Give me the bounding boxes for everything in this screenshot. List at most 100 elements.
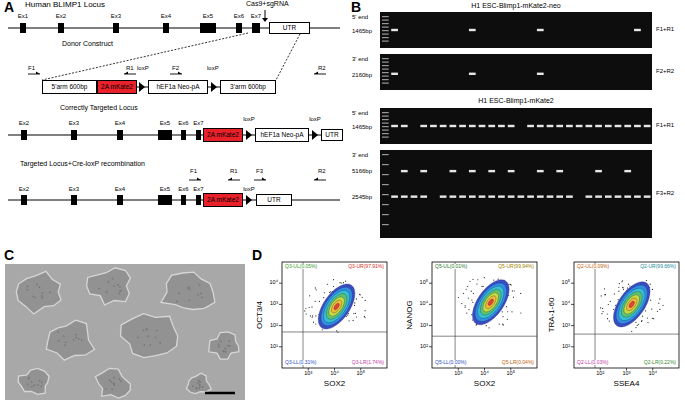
dna-band <box>401 125 408 127</box>
cell-texture <box>113 383 115 385</box>
tick-label: 10⁴ <box>330 371 338 377</box>
event-dot <box>305 313 306 314</box>
event-dot <box>315 301 316 302</box>
event-dot <box>653 318 654 319</box>
event-dot <box>311 306 312 307</box>
axis-label: SOX2 <box>324 380 345 388</box>
cell-texture <box>229 345 231 347</box>
exon-box <box>117 195 123 205</box>
dna-band <box>498 125 505 127</box>
exon-label: Ex7 <box>251 13 261 19</box>
event-dot <box>324 292 325 293</box>
event-dot <box>608 304 609 305</box>
primer-pair: F1+R1 <box>656 26 674 32</box>
dna-band <box>391 125 398 127</box>
event-dot <box>484 277 485 278</box>
cell-texture <box>113 377 115 379</box>
event-dot <box>471 291 472 292</box>
gel-title: H1 ESC-Blimp1-mKate2-neo <box>471 2 560 9</box>
event-dot <box>310 315 311 316</box>
dna-band <box>586 195 593 197</box>
event-dot <box>327 284 328 285</box>
event-dot <box>652 289 653 290</box>
dna-band <box>488 195 495 197</box>
ladder-band <box>382 62 389 63</box>
dna-band <box>566 195 573 197</box>
event-dot <box>503 324 504 325</box>
event-dot <box>647 322 648 323</box>
cell-texture <box>58 340 60 342</box>
box-label: 5'arm 600bp <box>52 84 88 91</box>
cell-texture <box>227 345 229 347</box>
event-dot <box>641 320 642 321</box>
cell-texture <box>218 346 220 348</box>
tick-label: 10² <box>596 371 604 377</box>
tick-label: 10² <box>420 344 428 350</box>
event-dot <box>458 297 459 298</box>
event-dot <box>512 290 513 291</box>
cell-texture <box>195 387 197 389</box>
scale-bar <box>205 392 235 395</box>
dna-band <box>576 125 583 127</box>
dna-band <box>479 125 486 127</box>
cell-texture <box>36 284 38 286</box>
cell-texture <box>143 330 145 332</box>
cell-texture <box>31 381 33 383</box>
event-dot <box>352 320 353 321</box>
event-dot <box>652 318 653 319</box>
dna-band <box>634 125 641 127</box>
exon-label: Ex4 <box>115 186 125 192</box>
cell-texture <box>199 384 201 386</box>
ladder-band <box>382 137 389 138</box>
dna-band <box>595 170 602 172</box>
exon-label: Ex3 <box>111 13 121 19</box>
selection-cassette: hEF1a Neo-pA <box>255 128 309 142</box>
primer-pair: F3+R2 <box>656 190 674 196</box>
event-dot <box>362 297 363 298</box>
primer-label: R1 <box>230 168 238 174</box>
box-label: UTR <box>325 132 338 139</box>
cell-texture <box>200 292 202 294</box>
tick-label: 10² <box>270 323 278 329</box>
event-dot <box>482 286 483 287</box>
gel-label: 3' end <box>352 152 368 158</box>
exon-box <box>236 23 242 33</box>
tick-label: 10⁵ <box>357 371 365 377</box>
tick-label: 10⁴ <box>562 302 570 308</box>
quadrant-label: Q2-UL(0.09%) <box>576 264 610 269</box>
exon-box <box>71 195 77 205</box>
cell-colony <box>87 268 131 305</box>
cell-texture <box>178 293 180 295</box>
band-size: 2545bp <box>352 194 372 200</box>
dna-band <box>430 125 437 127</box>
event-dot <box>309 295 310 296</box>
exon-box <box>163 23 169 33</box>
ladder-band <box>382 130 389 131</box>
cell-texture <box>189 289 191 291</box>
cell-texture <box>146 329 148 331</box>
tick-label: 10⁵ <box>562 280 570 286</box>
dna-band <box>527 195 534 197</box>
event-dot <box>488 327 489 328</box>
dna-band <box>527 125 534 127</box>
primer-head <box>124 72 128 75</box>
tick-label: 10⁵ <box>420 280 428 286</box>
primer-head <box>262 178 266 181</box>
cell-texture <box>147 335 149 337</box>
event-dot <box>304 310 305 311</box>
dna-band <box>537 73 544 75</box>
dna-band <box>595 195 602 197</box>
quadrant-label: Q5-LL(0.00%) <box>434 360 467 365</box>
event-dot <box>329 292 330 293</box>
quadrant-label: Q5-LR(0.04%) <box>501 360 535 365</box>
cell-texture <box>228 340 230 342</box>
tick-label: 10³ <box>270 302 278 308</box>
band-size: 1465bp <box>352 28 372 34</box>
contour-level <box>315 282 359 331</box>
tick-label: 10⁴ <box>480 371 488 377</box>
plot-frame <box>574 262 679 368</box>
contour-level <box>628 300 635 308</box>
quadrant-line <box>282 331 387 332</box>
ladder-band <box>382 72 389 73</box>
